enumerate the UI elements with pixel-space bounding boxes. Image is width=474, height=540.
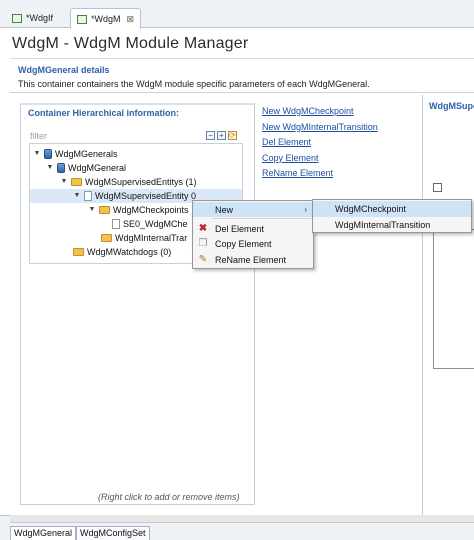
tree-item-watchdogs[interactable]: WdgMWatchdogs (0): [73, 245, 171, 259]
tree-item-label: WdgMGeneral: [68, 163, 127, 173]
menu-item-label: WdgMInternalTransition: [335, 220, 431, 230]
tab-wdgm[interactable]: *WdgM ⊠: [70, 8, 142, 29]
tree-toolbar: − + ⟳: [206, 131, 237, 140]
tree-hint-text: (Right click to add or remove items): [98, 492, 240, 502]
folder-icon: [73, 248, 84, 256]
menu-item-label: Copy Element: [215, 238, 272, 249]
copy-element-link[interactable]: Copy Element: [262, 152, 319, 163]
tree-item-label: WdgMSupervisedEntitys (1): [85, 177, 197, 187]
module-icon: [57, 163, 65, 173]
module-icon: [44, 149, 52, 159]
chevron-down-icon[interactable]: ▼: [46, 164, 54, 171]
submenu-new-internal-transition[interactable]: WdgMInternalTransition: [313, 217, 471, 233]
title-divider: [10, 58, 474, 59]
folder-icon: [99, 206, 110, 214]
horizontal-scrollbar[interactable]: [10, 515, 474, 523]
tree-item-supervised-entity-0[interactable]: ▼ WdgMSupervisedEntity 0: [30, 189, 242, 203]
tree-item-label: WdgMCheckpoints: [113, 205, 189, 215]
tree-item-wdgmgeneral[interactable]: ▼ WdgMGeneral: [46, 161, 126, 175]
tree-item-label: WdgMSupervisedEntity 0: [95, 191, 197, 201]
right-panel-title: WdgMSupe: [429, 101, 474, 111]
tab-wdgmgeneral[interactable]: WdgMGeneral: [10, 526, 77, 540]
chevron-down-icon[interactable]: ▼: [33, 150, 41, 157]
pencil-icon: ✎: [198, 253, 208, 265]
rename-element-link[interactable]: ReName Element: [262, 168, 334, 179]
tree-item-wdgmgenerals[interactable]: ▼ WdgMGenerals: [33, 147, 118, 161]
right-subpanel: [433, 229, 474, 369]
new-checkpoint-link[interactable]: New WdgMCheckpoint: [262, 106, 354, 116]
chevron-right-icon: ›: [304, 205, 307, 214]
page-title: WdgM - WdgM Module Manager: [12, 35, 249, 52]
option-checkbox[interactable]: [433, 183, 442, 192]
action-links: New WdgMCheckpoint New WdgMInternalTrans…: [262, 106, 378, 184]
tab-label: *WdgIf: [26, 13, 54, 23]
menu-separator: [213, 218, 311, 219]
document-icon: [112, 219, 120, 229]
tab-wdgif[interactable]: *WdgIf: [6, 8, 59, 28]
context-menu-copy-element[interactable]: ❐ Copy Element: [193, 236, 313, 251]
tree-panel-title: Container Hierarchical information:: [28, 108, 180, 118]
menu-item-label: New: [215, 204, 234, 215]
file-icon: [12, 13, 22, 23]
supervised-entity-details-panel: [422, 95, 474, 515]
section-divider: [10, 92, 474, 93]
tab-label: *WdgM: [91, 14, 121, 24]
menu-item-label: Del Element: [215, 223, 265, 234]
menu-item-label: ReName Element: [215, 254, 287, 265]
document-icon: [84, 191, 92, 201]
folder-icon: [101, 234, 112, 242]
tree-item-label: WdgMGenerals: [55, 149, 118, 159]
context-menu-rename-element[interactable]: ✎ ReName Element: [193, 252, 313, 267]
chevron-down-icon[interactable]: ▼: [60, 178, 68, 185]
submenu-new-checkpoint[interactable]: WdgMCheckpoint: [313, 201, 471, 217]
tree-item-supervised-entitys[interactable]: ▼ WdgMSupervisedEntitys (1): [60, 175, 197, 189]
tree-item-checkpoints[interactable]: ▼ WdgMCheckpoints: [88, 203, 189, 217]
tree-item-se0-checkpoint[interactable]: SE0_WdgMChe: [112, 217, 188, 231]
chevron-down-icon[interactable]: ▼: [73, 192, 81, 199]
expand-all-icon[interactable]: +: [217, 131, 226, 140]
section-description: This container containers the WdgM modul…: [18, 79, 370, 89]
tree-item-label: WdgMInternalTrar: [115, 233, 188, 243]
copy-icon: ❐: [198, 237, 208, 249]
folder-icon: [71, 178, 82, 186]
tree-item-label: WdgMWatchdogs (0): [87, 247, 172, 257]
refresh-icon[interactable]: ⟳: [228, 131, 237, 140]
section-title: WdgMGeneral details: [18, 65, 110, 75]
new-submenu: WdgMCheckpoint WdgMInternalTransition: [312, 199, 472, 233]
new-internal-transition-link[interactable]: New WdgMInternalTransition: [262, 121, 378, 132]
tab-wdgmconfigset[interactable]: WdgMConfigSet: [76, 526, 150, 540]
tree-item-label: SE0_WdgMChe: [123, 219, 188, 229]
chevron-down-icon[interactable]: ▼: [88, 206, 96, 213]
del-element-link[interactable]: Del Element: [262, 137, 312, 148]
delete-icon: ✖: [198, 222, 208, 234]
collapse-all-icon[interactable]: −: [206, 131, 215, 140]
file-icon: [77, 14, 87, 24]
menu-item-label: WdgMCheckpoint: [335, 204, 407, 214]
context-menu-del-element[interactable]: ✖ Del Element: [193, 221, 313, 236]
filter-input[interactable]: filter: [30, 131, 48, 141]
tree-item-internal-transitions[interactable]: WdgMInternalTrar: [101, 231, 187, 245]
editor-tab-bar: *WdgIf *WdgM ⊠: [0, 0, 474, 29]
context-menu-new[interactable]: New ›: [193, 202, 313, 217]
close-icon[interactable]: ⊠: [126, 13, 135, 24]
context-menu: New › ✖ Del Element ❐ Copy Element ✎ ReN…: [192, 200, 314, 269]
